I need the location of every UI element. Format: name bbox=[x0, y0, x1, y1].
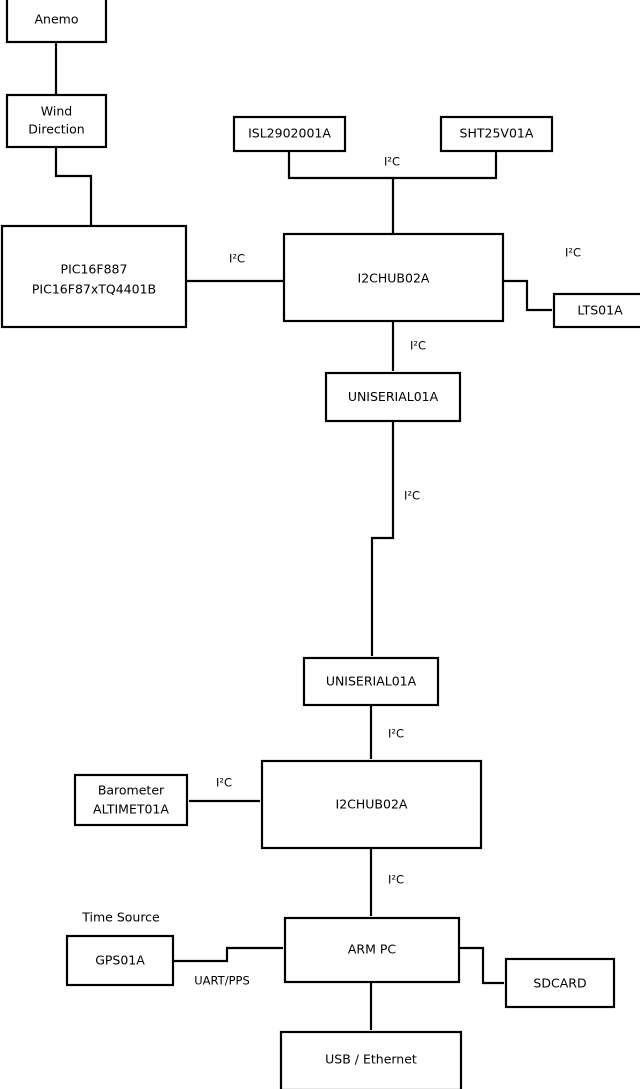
connector-uniserial-top-to-bottom bbox=[370, 422, 395, 656]
node-arm-pc[interactable] bbox=[283, 916, 461, 984]
node-uniserial01a-bottom-label: UNISERIAL01A bbox=[326, 674, 417, 689]
node-wind-direction[interactable] bbox=[5, 93, 108, 149]
node-isl2902001a[interactable] bbox=[232, 115, 347, 153]
node-lts01a[interactable] bbox=[552, 292, 640, 329]
node-uniserial01a-bottom[interactable] bbox=[302, 656, 440, 707]
connector-hub-to-sht bbox=[393, 152, 498, 180]
edge-label-i2c-uniserial-hub-bottom: I²C bbox=[388, 727, 404, 741]
node-anemo[interactable] bbox=[5, 0, 108, 44]
node-i2chub02a-top[interactable] bbox=[282, 232, 505, 323]
node-isl2902001a-label: ISL2902001A bbox=[248, 126, 331, 141]
node-uniserial01a-top[interactable] bbox=[324, 371, 462, 423]
node-pic-label-line2: PIC16F87xTQ4401B bbox=[32, 282, 156, 297]
node-gps01a-label: GPS01A bbox=[95, 953, 145, 968]
node-sht25v01a[interactable] bbox=[439, 115, 554, 153]
node-i2chub02a-bottom-label: I2CHUB02A bbox=[336, 797, 408, 812]
connector-hub-to-lts bbox=[504, 279, 552, 312]
connector-pic-to-wind bbox=[54, 147, 93, 226]
node-uniserial01a-top-label: UNISERIAL01A bbox=[348, 389, 439, 404]
node-pic[interactable] bbox=[0, 224, 188, 329]
node-barometer-label-line2: ALTIMET01A bbox=[93, 802, 169, 817]
node-sdcard-label: SDCARD bbox=[533, 976, 586, 991]
edge-label-i2c-hub-lts: I²C bbox=[565, 246, 581, 260]
edge-label-i2c-uniserial-link: I²C bbox=[404, 489, 420, 503]
node-sdcard[interactable] bbox=[504, 957, 616, 1009]
node-barometer[interactable] bbox=[73, 773, 189, 827]
node-wind-direction-label-line1: Wind bbox=[41, 104, 72, 119]
connector-gps-to-armpc bbox=[174, 946, 283, 963]
node-anemo-label: Anemo bbox=[35, 12, 79, 27]
node-gps01a[interactable] bbox=[65, 934, 175, 987]
connector-hub-to-isl bbox=[287, 152, 395, 233]
edge-label-i2c-hub-uniserial: I²C bbox=[410, 339, 426, 353]
label-time-source: Time Source bbox=[81, 910, 160, 925]
edge-label-i2c-sensors-top: I²C bbox=[384, 155, 400, 169]
node-lts01a-label: LTS01A bbox=[577, 303, 623, 318]
node-usb-ethernet[interactable] bbox=[279, 1030, 463, 1089]
edge-label-i2c-pic-hub: I²C bbox=[229, 252, 245, 266]
node-wind-direction-label-line2: Direction bbox=[28, 122, 84, 137]
node-i2chub02a-bottom[interactable] bbox=[260, 759, 483, 850]
node-barometer-label-line1: Barometer bbox=[98, 783, 165, 798]
node-pic-label-line1: PIC16F887 bbox=[61, 262, 128, 277]
edge-label-i2c-barometer-hub: I²C bbox=[216, 776, 232, 790]
node-sht25v01a-label: SHT25V01A bbox=[460, 126, 534, 141]
node-i2chub02a-top-label: I2CHUB02A bbox=[358, 271, 430, 286]
edge-label-i2c-hub-armpc: I²C bbox=[388, 873, 404, 887]
connector-armpc-to-sdcard bbox=[460, 946, 504, 985]
node-usb-ethernet-label: USB / Ethernet bbox=[325, 1052, 417, 1067]
edge-label-uart-pps: UART/PPS bbox=[194, 974, 250, 988]
node-arm-pc-label: ARM PC bbox=[348, 942, 397, 957]
